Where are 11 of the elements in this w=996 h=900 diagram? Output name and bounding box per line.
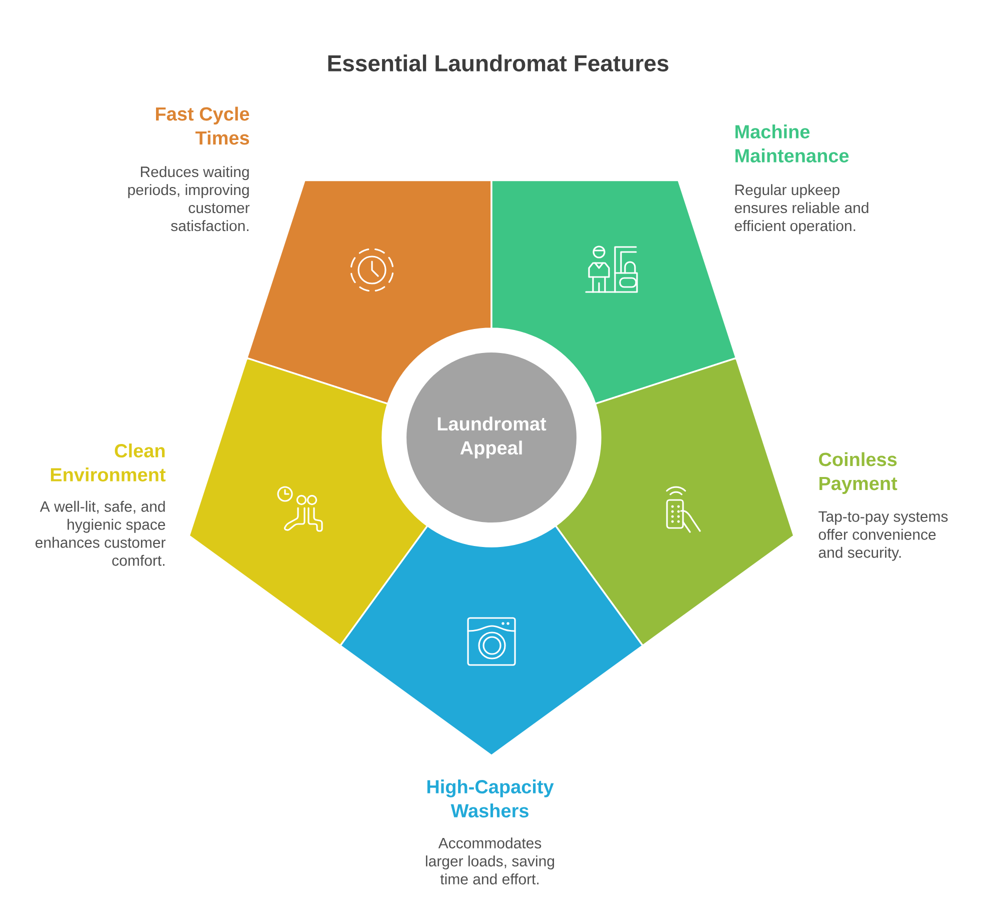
feature-heading: Machine Maintenance	[735, 124, 849, 162]
feature-heading: High-Capacity Washers	[427, 780, 554, 818]
diagram-title: Essential Laundromat Features	[328, 54, 668, 72]
feature-heading: Fast Cycle Times	[156, 106, 250, 145]
description-text: Reduces waiting periods, improving customer satisfaction.	[128, 166, 250, 232]
description-text: Tap-to-pay systems offer convenience and security.	[818, 511, 948, 561]
description-text: Accommodates larger loads, saving time and effort.	[426, 837, 554, 884]
feature-heading: Coinless Payment	[819, 452, 898, 494]
description-text: Regular upkeep ensures reliable and efficient operation.	[734, 184, 868, 234]
feature-heading: Clean Environment	[50, 444, 166, 482]
description-text: A well-lit, safe, and hygienic space enhances customer comfort.	[36, 500, 166, 566]
